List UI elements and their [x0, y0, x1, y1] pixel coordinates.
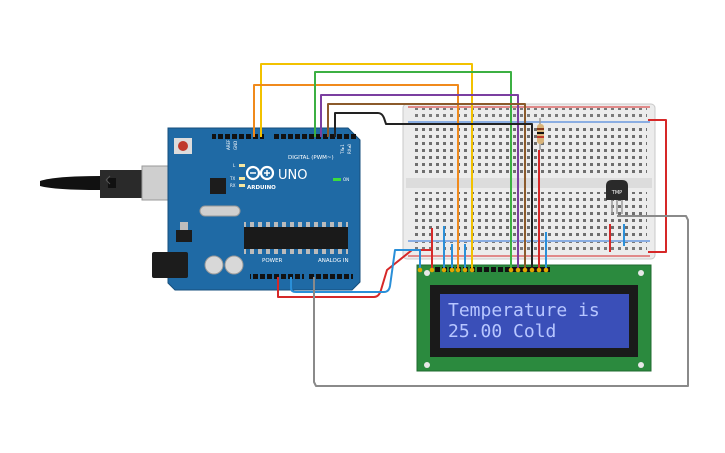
- temperature-sensor[interactable]: TMP: [606, 180, 628, 214]
- bottom-power-rail: [411, 242, 647, 254]
- digital-label: DIGITAL (PWM~): [288, 155, 334, 161]
- lcd-module[interactable]: Temperature is 25.00 Cold: [416, 264, 652, 372]
- voltage-regulator: [176, 230, 192, 242]
- header-top-left: [212, 134, 264, 140]
- lcd-pin-ends: [417, 267, 549, 273]
- breadboard-upper-block: [411, 128, 647, 173]
- board-model-label: UNO: [278, 168, 307, 183]
- rx-led-label: RX: [230, 183, 236, 188]
- power-jack: [152, 252, 188, 278]
- resistor[interactable]: [537, 118, 544, 150]
- sensor-label: TMP: [611, 190, 622, 196]
- tx-led-label: TX: [229, 176, 235, 181]
- analog-label: ANALOG IN: [318, 258, 349, 264]
- brand-label: ARDUINO: [247, 185, 276, 191]
- wires: [253, 63, 689, 387]
- capacitor-1: [204, 255, 224, 275]
- wire-purple[interactable]: [320, 94, 519, 270]
- breadboard: [402, 103, 656, 260]
- lcd-line-1: Temperature is: [448, 300, 600, 321]
- capacitor-2: [224, 255, 244, 275]
- on-led-label: ON: [343, 177, 349, 182]
- lcd-screen: [440, 294, 629, 348]
- l-led-label: L: [233, 163, 236, 168]
- power-label: POWER: [262, 258, 283, 264]
- wire-red-power[interactable]: [277, 249, 432, 298]
- aref-label: AREF: [226, 139, 231, 150]
- top-power-rail: [411, 108, 647, 120]
- wire-brown[interactable]: [327, 103, 526, 270]
- wire-orange[interactable]: [253, 84, 459, 270]
- wire-yellow[interactable]: [260, 63, 473, 270]
- wire-black[interactable]: [334, 112, 533, 270]
- microcontroller-chip: [244, 227, 348, 249]
- header-analog: [309, 274, 353, 280]
- lcd-header-pins: [432, 267, 550, 272]
- usb-cable: [40, 176, 100, 190]
- wire-green[interactable]: [314, 71, 512, 270]
- rx-pin-label: RX◂0: [347, 143, 352, 154]
- usb-port: [141, 165, 173, 201]
- usb-chip: [210, 178, 226, 194]
- wire-red-rail-right[interactable]: [648, 119, 667, 253]
- arduino-infinity-icon: [245, 165, 275, 181]
- gnd-label: GND: [233, 141, 238, 150]
- reset-button[interactable]: [178, 141, 188, 151]
- breadboard-trench: [406, 178, 652, 188]
- wire-gray-signal[interactable]: [313, 215, 689, 387]
- tx-pin-label: TX▸1: [340, 144, 345, 155]
- crystal: [199, 205, 241, 217]
- arduino-board[interactable]: AREF GND DIGITAL (PWM~) TX▸1 RX◂0 UNO AR…: [40, 127, 361, 291]
- wire-blue-gnd[interactable]: [290, 249, 421, 293]
- lcd-line-2: 25.00 Cold: [448, 321, 556, 342]
